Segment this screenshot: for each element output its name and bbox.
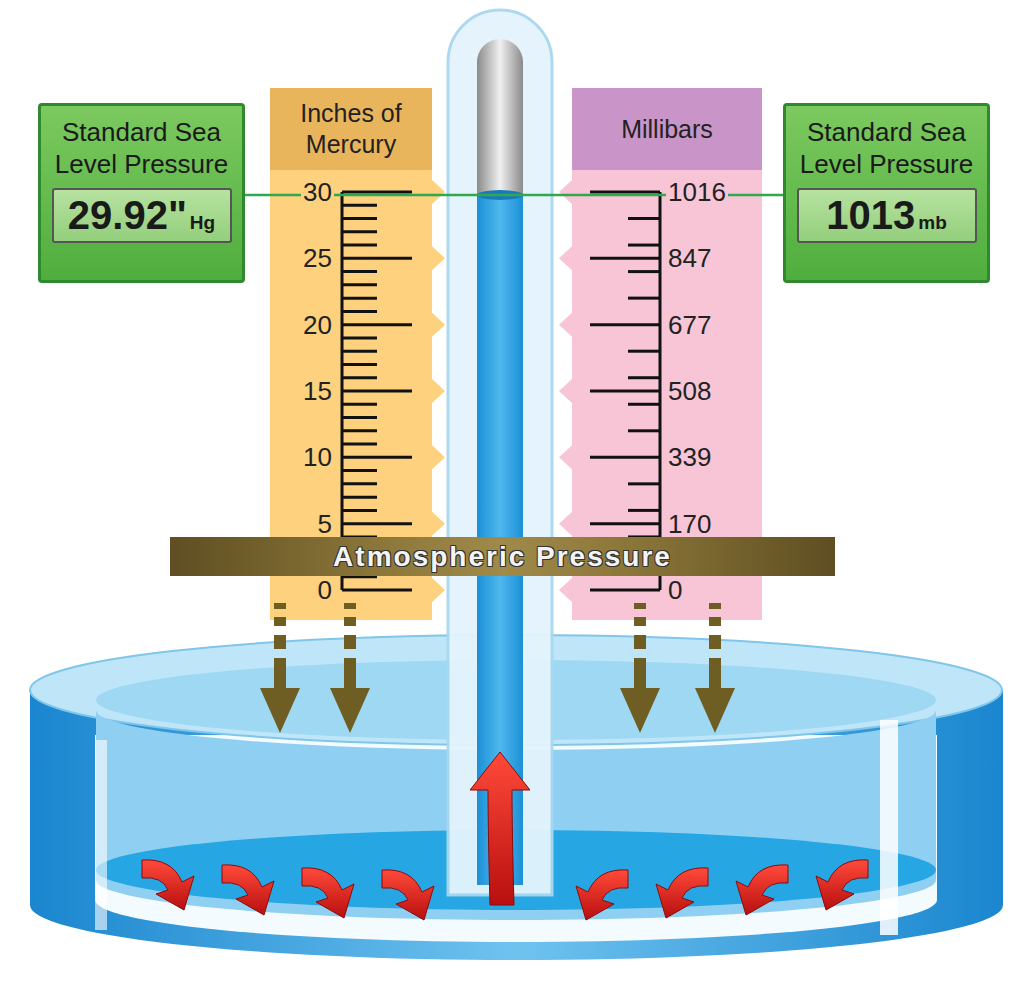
- scale-number: 847: [666, 245, 713, 271]
- scale-number: 677: [666, 312, 713, 338]
- scale-number: 1016: [666, 179, 728, 205]
- node-text: Standard Sea Level Pressure: [49, 116, 234, 180]
- scale-number: 5: [316, 511, 334, 537]
- node-text: Standard Sea Level Pressure: [794, 116, 979, 180]
- scale-number: 10: [301, 444, 334, 470]
- scale-number: 170: [666, 511, 713, 537]
- pressure-unit: mb: [918, 212, 947, 233]
- scale-number: 508: [666, 378, 713, 404]
- scale-header: Inches of Mercury: [270, 88, 432, 170]
- scale-number: 339: [666, 444, 713, 470]
- pressure-box: Standard Sea Level Pressure 29.92"Hg: [38, 103, 245, 283]
- scale-number: 20: [301, 312, 334, 338]
- scale-header: Millibars: [572, 88, 762, 170]
- pressure-box: Standard Sea Level Pressure 1013mb: [783, 103, 990, 283]
- node-text: Atmospheric Pressure: [333, 541, 672, 573]
- scale-number: 0: [666, 577, 684, 603]
- pressure-number: 29.92": [68, 193, 187, 237]
- pressure-band: Atmospheric Pressure: [170, 537, 835, 576]
- pressure-value: 1013mb: [797, 188, 977, 243]
- pressure-number: 1013: [826, 193, 915, 237]
- pressure-unit: Hg: [190, 212, 215, 233]
- scale-number: 15: [301, 378, 334, 404]
- node-text: Inches of Mercury: [276, 98, 426, 160]
- scale-number: 0: [316, 577, 334, 603]
- scale-number: 30: [301, 179, 334, 205]
- scale-number: 25: [301, 245, 334, 271]
- node-text: Millibars: [621, 114, 713, 145]
- pressure-value: 29.92"Hg: [52, 188, 232, 243]
